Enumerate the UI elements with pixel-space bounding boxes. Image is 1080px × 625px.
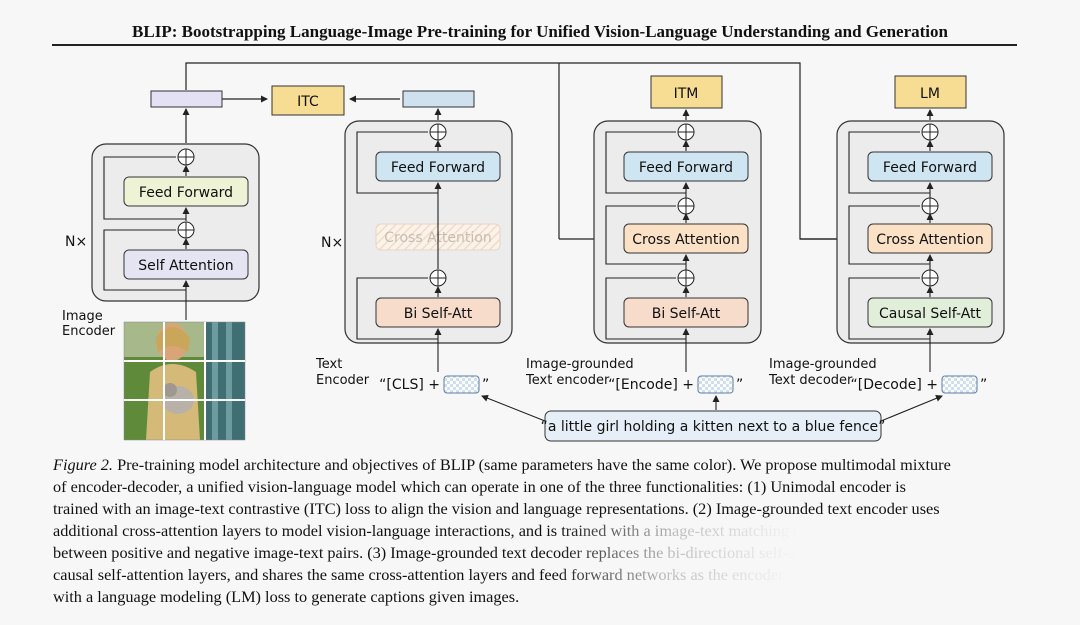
image-embedding-bar xyxy=(150,90,223,108)
image-grounded-text-encoder: Feed Forward Cross Attention Bi Self-Att… xyxy=(525,109,762,394)
feed-forward-block xyxy=(623,151,749,182)
caption-input: “a little girl holding a kitten next to … xyxy=(481,394,943,442)
text-token-placeholder xyxy=(941,375,978,394)
caption-input-box xyxy=(544,410,882,442)
blip-architecture-diagram: Feed Forward Self Attention N× Image Enc… xyxy=(62,62,1005,442)
cls-input-prefix: “[CLS] + xyxy=(379,377,440,393)
cls-input-suffix: ” xyxy=(482,377,489,393)
text-encoder-embedding-bar xyxy=(402,90,475,108)
fade-overlay xyxy=(560,520,1080,625)
caption-line-1: Figure 2. Pre-training model architectur… xyxy=(53,455,951,474)
title-rule xyxy=(52,44,1017,46)
text-token-placeholder xyxy=(443,375,480,394)
grounded-decoder-label-1: Image-grounded xyxy=(769,357,877,372)
decode-input-suffix: ” xyxy=(980,377,987,393)
text-encoder-repeat: N× xyxy=(321,235,343,251)
causal-self-att-block xyxy=(867,297,993,328)
feed-forward-label: Feed Forward xyxy=(139,185,233,201)
grounded-encoder-label-1: Image-grounded xyxy=(526,357,634,372)
lm-objective-label: LM xyxy=(920,86,940,102)
self-attention-label: Self Attention xyxy=(138,258,233,274)
text-token-placeholder xyxy=(697,375,734,394)
self-attention-block xyxy=(123,249,249,280)
caption-line-7: with a language modeling (LM) loss to ge… xyxy=(53,587,520,606)
feed-forward-label: Feed Forward xyxy=(391,160,485,176)
image-grounded-text-decoder: Feed Forward Cross Attention Causal Self… xyxy=(768,109,1005,394)
figure-label: Figure 2. xyxy=(53,455,113,474)
residual-add-icon xyxy=(429,123,447,287)
feed-forward-label: Feed Forward xyxy=(639,160,733,176)
feed-forward-block xyxy=(123,176,249,207)
caption-line-3: trained with an image-text contrastive (… xyxy=(53,499,940,518)
text-encoder-label-2: Encoder xyxy=(316,373,370,388)
itm-objective-box xyxy=(650,75,723,109)
itc-objective-box xyxy=(271,85,345,116)
image-encoder-repeat: N× xyxy=(65,234,87,250)
residual-add-icon xyxy=(677,123,695,287)
text-encoder: Feed Forward Cross Attention Bi Self-Att… xyxy=(315,90,513,394)
caption-line-2: of encoder-decoder, a unified vision-lan… xyxy=(53,477,907,496)
page-title: BLIP: Bootstrapping Language-Image Pre-t… xyxy=(132,22,948,41)
feed-forward-block xyxy=(375,151,501,182)
image-encoder-label-1: Image xyxy=(62,309,103,324)
grounded-encoder-label-2: Text encoder xyxy=(525,373,610,388)
lm-objective-box xyxy=(894,75,967,109)
bi-self-att-label: Bi Self-Att xyxy=(404,306,473,322)
cross-attention-label: Cross Attention xyxy=(876,232,983,248)
itc-objective-label: ITC xyxy=(297,94,319,110)
text-encoder-label-1: Text xyxy=(315,357,342,372)
feed-forward-label: Feed Forward xyxy=(883,160,977,176)
bi-self-att-label: Bi Self-Att xyxy=(652,306,721,322)
cross-attention-label: Cross Attention xyxy=(632,232,739,248)
bi-self-att-block xyxy=(375,297,501,328)
residual-add-icon xyxy=(177,148,195,239)
caption-input-text: “a little girl holding a kitten next to … xyxy=(541,419,886,435)
cross-attention-block xyxy=(867,223,993,254)
itm-objective-label: ITM xyxy=(674,86,699,102)
image-feature-bus xyxy=(185,62,863,243)
residual-add-icon xyxy=(921,123,939,287)
image-encoder-label-2: Encoder xyxy=(62,324,116,339)
causal-self-att-label: Causal Self-Att xyxy=(879,306,982,322)
image-encoder: Feed Forward Self Attention N× Image Enc… xyxy=(62,90,260,441)
feed-forward-block xyxy=(867,151,993,182)
input-photo xyxy=(123,321,246,441)
cross-attention-block xyxy=(623,223,749,254)
bi-self-att-block xyxy=(623,297,749,328)
encode-input-prefix: “[Encode] + xyxy=(608,377,694,393)
decode-input-prefix: “[Decode] + xyxy=(850,377,938,393)
grounded-decoder-label-2: Text decoder xyxy=(768,373,853,388)
encode-input-suffix: ” xyxy=(736,377,743,393)
